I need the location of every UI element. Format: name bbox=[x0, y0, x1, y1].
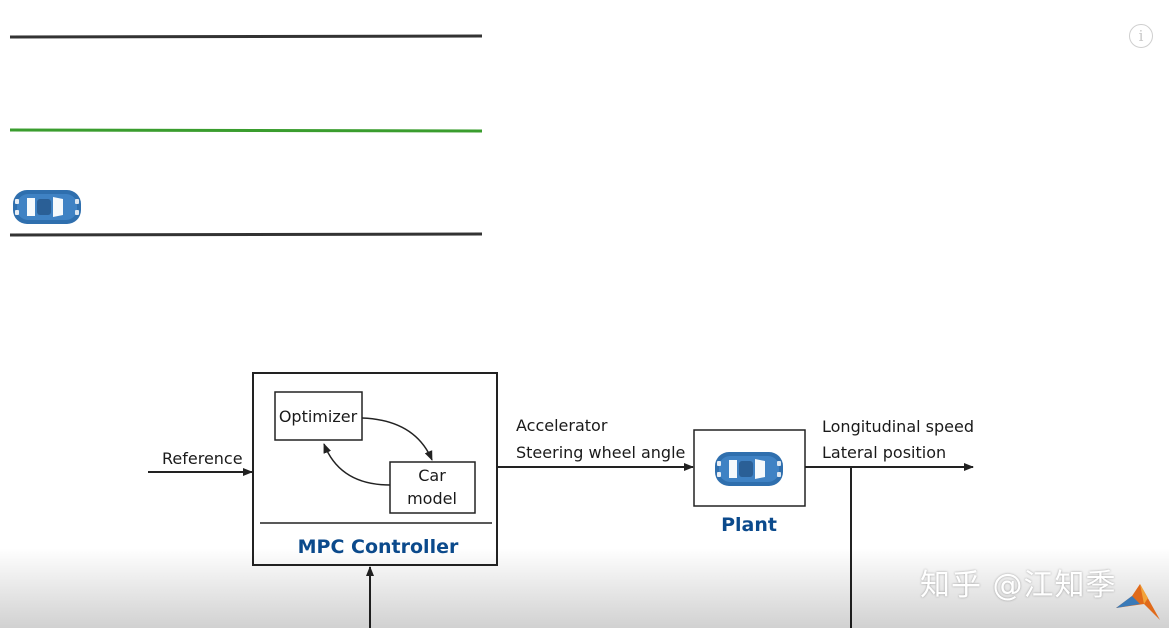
optimizer-to-model-arrow bbox=[361, 417, 433, 461]
plant-title: Plant bbox=[721, 514, 777, 536]
optimizer-block bbox=[274, 391, 363, 441]
watermark-text: 知乎 @江知季 bbox=[920, 568, 1117, 603]
car-model-label-line2: model bbox=[407, 489, 457, 508]
optimizer-label: Optimizer bbox=[279, 407, 358, 426]
reference-label: Reference bbox=[162, 449, 243, 468]
output-steering-label: Steering wheel angle bbox=[516, 443, 685, 462]
lane-top-edge bbox=[9, 34, 483, 39]
matlab-logo-icon bbox=[1116, 584, 1160, 620]
output-accelerator-label: Accelerator bbox=[516, 416, 608, 435]
output-lateral-position-label: Lateral position bbox=[822, 443, 946, 462]
output-longitudinal-speed-label: Longitudinal speed bbox=[822, 417, 974, 436]
info-icon[interactable]: i bbox=[1129, 24, 1153, 48]
car-icon bbox=[13, 190, 81, 224]
lane-bottom-edge bbox=[9, 232, 483, 237]
plant-car-icon bbox=[715, 452, 783, 486]
mpc-controller-title: MPC Controller bbox=[298, 536, 459, 558]
model-to-optimizer-arrow bbox=[323, 443, 391, 486]
car-model-block bbox=[389, 461, 476, 514]
car-model-label-line1: Car bbox=[418, 466, 446, 485]
lane-reference-line bbox=[9, 128, 483, 133]
